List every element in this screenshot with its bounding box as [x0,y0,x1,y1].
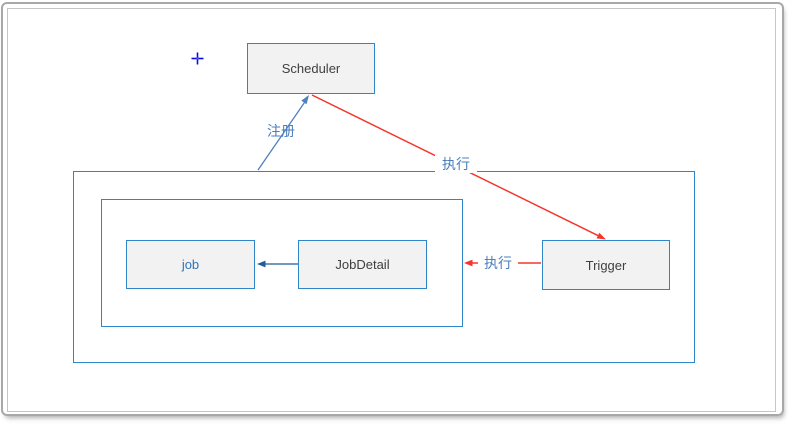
node-scheduler[interactable]: Scheduler [247,43,375,94]
connector-label-execute-scheduler-trigger[interactable]: 执行 [435,155,477,173]
canvas-outer-frame [1,2,784,416]
connector-label-register[interactable]: 注册 [267,123,295,139]
node-job-label: job [181,257,200,272]
job-group-container[interactable] [101,199,463,327]
connector-label-execute-trigger-group[interactable]: 执行 [478,254,518,272]
crosshair-cursor-icon [191,52,204,65]
canvas-inner-frame [7,8,776,412]
node-jobdetail-label: JobDetail [335,257,390,272]
node-trigger-label: Trigger [585,257,627,273]
node-trigger[interactable]: Trigger [542,240,670,290]
node-scheduler-label: Scheduler [281,61,341,76]
node-jobdetail[interactable]: JobDetail [298,240,427,289]
node-job[interactable]: job [126,240,255,289]
